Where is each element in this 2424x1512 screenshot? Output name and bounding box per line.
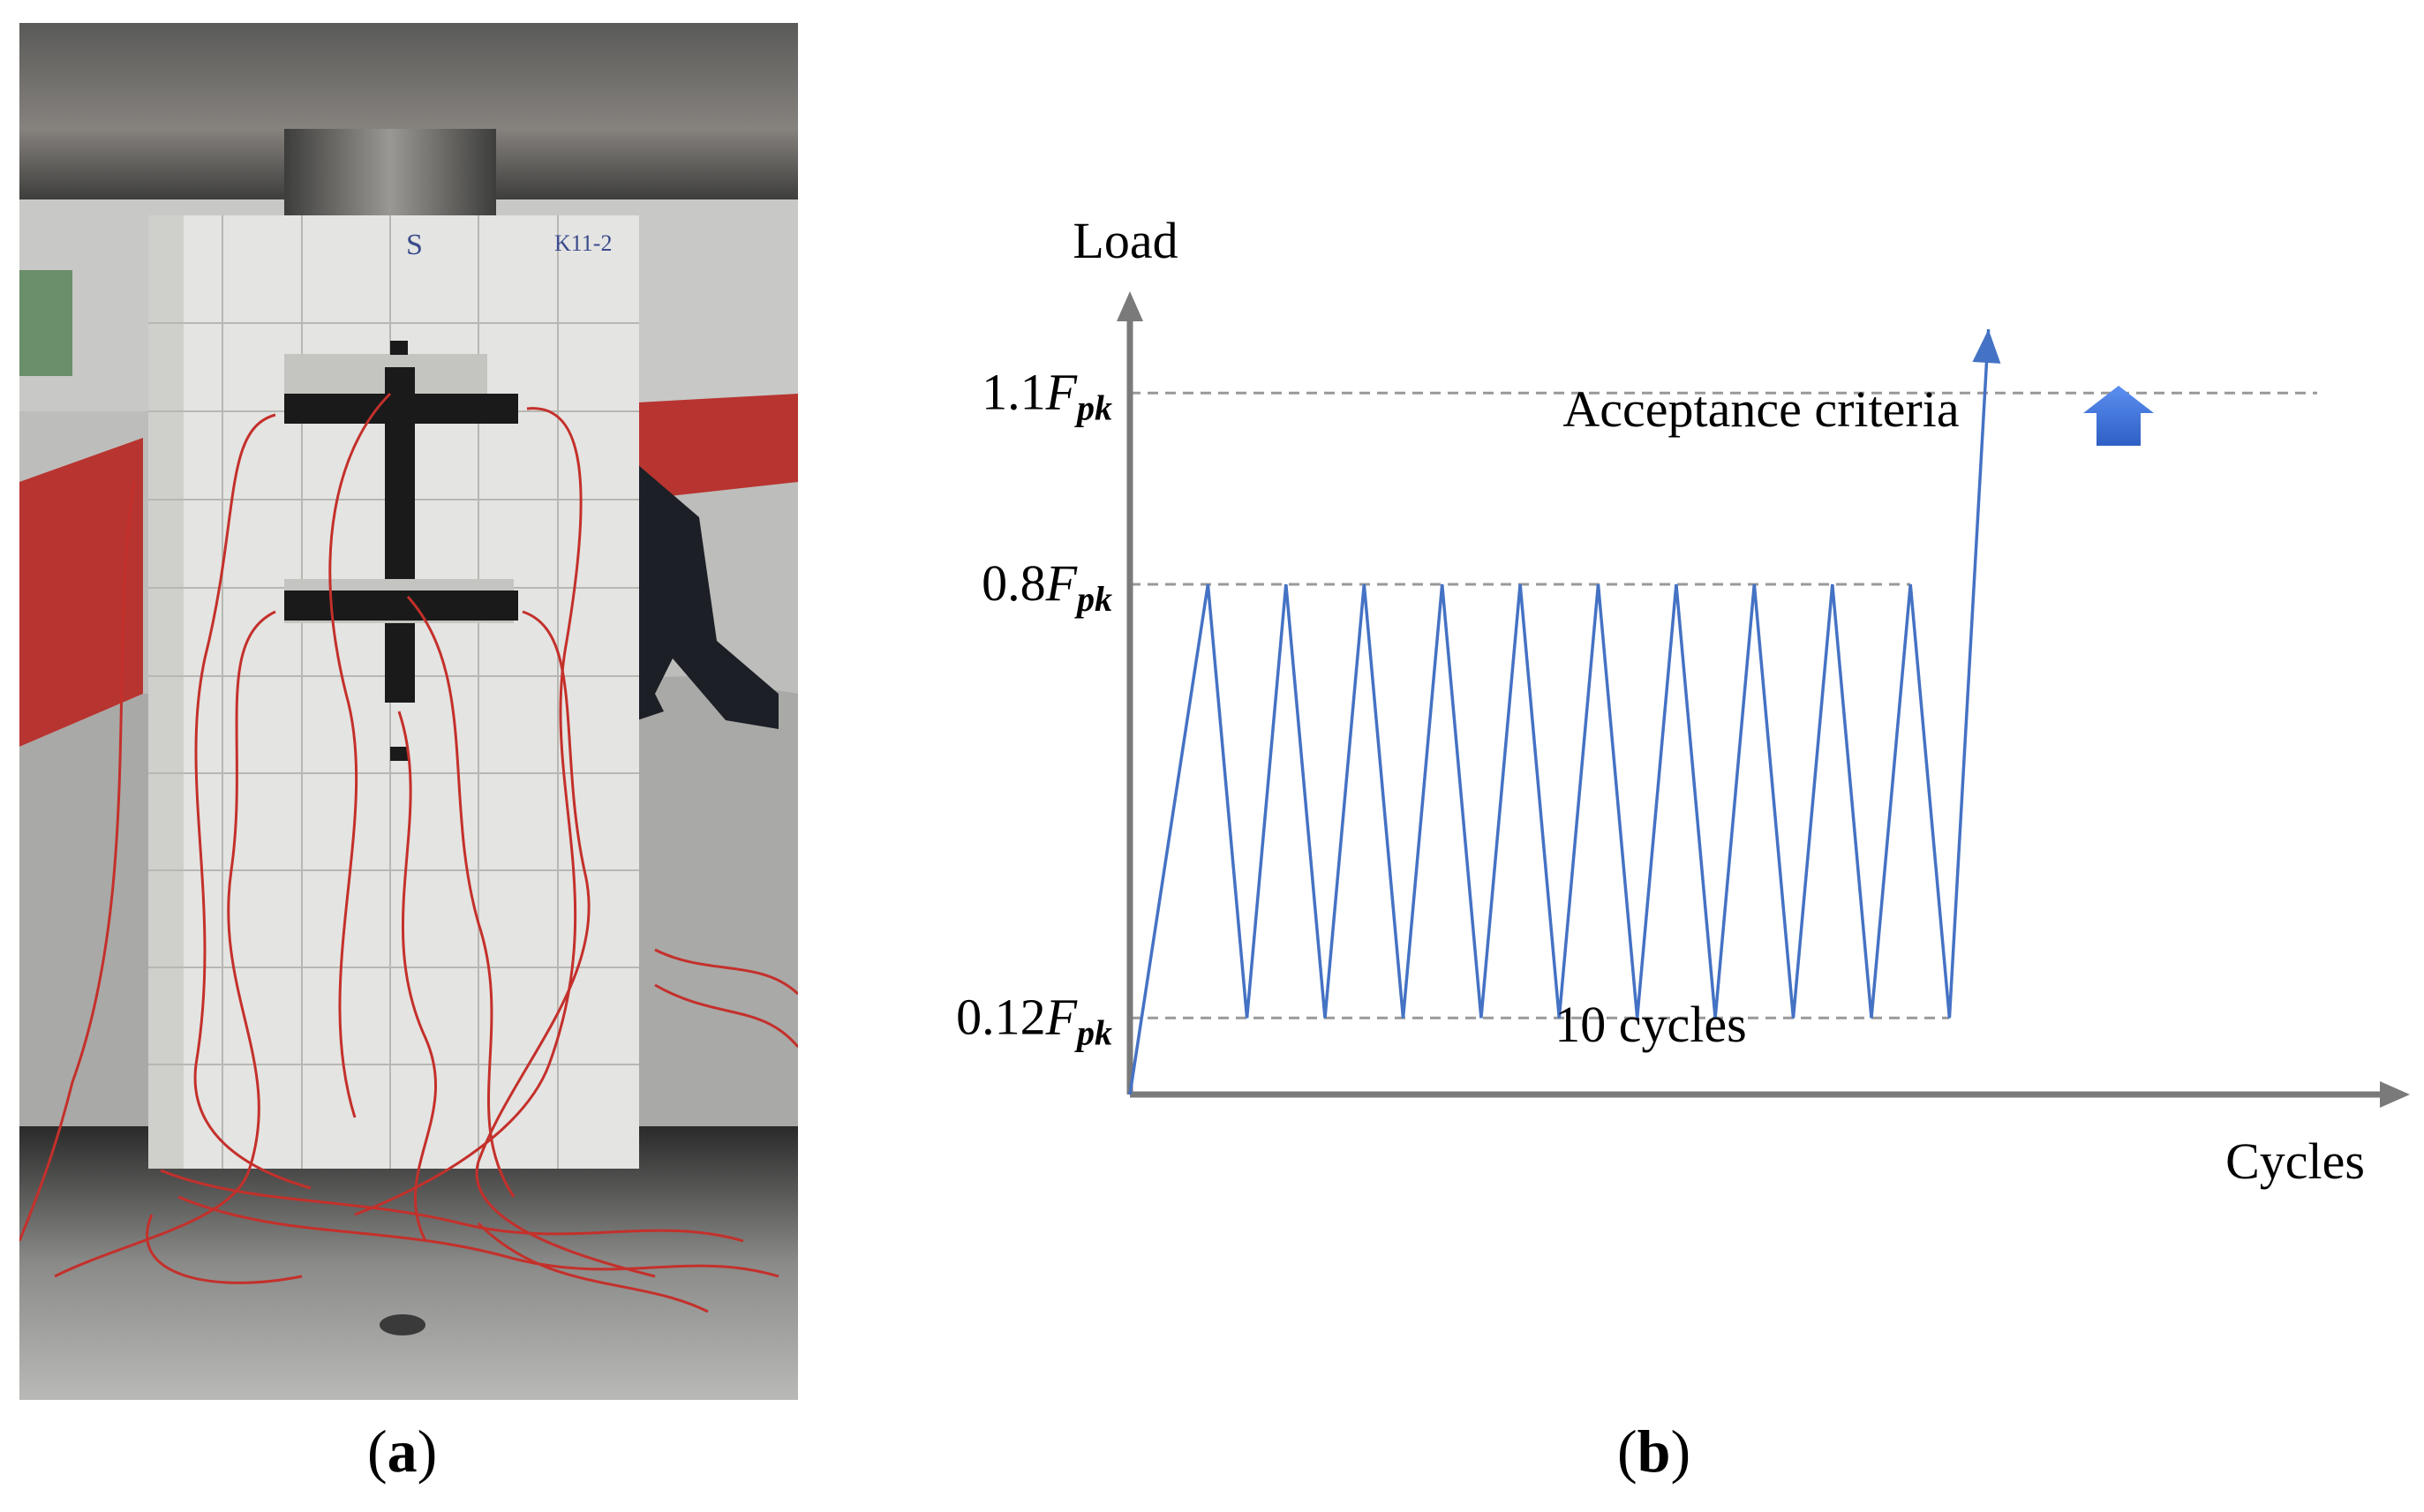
gauge-tab-bottom: [390, 747, 408, 761]
level-coef-valley: 0.12: [956, 988, 1046, 1045]
red-floor-left: [19, 438, 143, 747]
panel-a-letter: a: [387, 1418, 418, 1485]
series-end-arrowhead: [1972, 329, 2001, 364]
panel-label-a: (a): [367, 1421, 437, 1481]
base-bolt: [380, 1314, 425, 1335]
level-subscript-valley: pk: [1074, 1012, 1112, 1052]
operator-silhouette: [629, 464, 779, 729]
level-symbol-valley: F: [1045, 988, 1078, 1045]
loading-protocol-diagram: Load Cycles Acceptance criteria 10 cycle…: [847, 177, 2424, 1218]
panel-b-close: ): [1670, 1418, 1691, 1485]
y-axis-label: Load: [1073, 212, 1178, 269]
level-label-valley: 0.12Fpk: [956, 988, 1112, 1052]
bottom-base: [19, 1126, 798, 1400]
level-subscript-peak: pk: [1074, 579, 1112, 619]
loading-piston: [284, 129, 496, 226]
panel-a-close: ): [417, 1418, 438, 1485]
load-cycle-series: [1128, 328, 1991, 1095]
y-axis-arrowhead: [1117, 291, 1143, 321]
x-axis-arrowhead: [2380, 1081, 2410, 1108]
level-symbol-upper: F: [1045, 363, 1078, 420]
specimen-mark-id: K11-2: [554, 230, 612, 256]
gauge-tab-top: [390, 341, 408, 355]
acceptance-criteria-label: Acceptance criteria: [1562, 380, 1959, 438]
gauge-vertical: [385, 367, 415, 703]
acceptance-up-arrow-icon: [2083, 386, 2154, 446]
level-label-upper: 1.1Fpk: [982, 363, 1112, 427]
hall-shelf: [19, 270, 72, 376]
loading-protocol-chart: Load Cycles Acceptance criteria 10 cycle…: [956, 212, 2410, 1190]
specimen-photo-illustration: S K11-2: [18, 23, 800, 1400]
panel-b-open: (: [1617, 1418, 1637, 1485]
level-coef-peak: 0.8: [982, 554, 1046, 612]
panel-label-b: (b): [1617, 1421, 1690, 1481]
specimen-mark-side: S: [406, 229, 423, 261]
level-symbol-peak: F: [1045, 554, 1078, 612]
axes: [1117, 291, 2410, 1108]
cycle-count-label: 10 cycles: [1555, 996, 1746, 1053]
x-axis-label: Cycles: [2225, 1132, 2365, 1190]
specimen-photo: S K11-2: [18, 23, 800, 1400]
panel-b-letter: b: [1637, 1418, 1671, 1485]
level-label-peak: 0.8Fpk: [982, 554, 1112, 619]
panel-a-open: (: [367, 1418, 388, 1485]
level-subscript-upper: pk: [1074, 387, 1112, 427]
specimen-shadow-side: [148, 215, 184, 1169]
red-floor-right: [637, 394, 798, 500]
gauge-horizontal-2: [284, 591, 518, 621]
sensor-wires: [18, 392, 800, 1313]
level-coef-upper: 1.1: [982, 363, 1046, 420]
